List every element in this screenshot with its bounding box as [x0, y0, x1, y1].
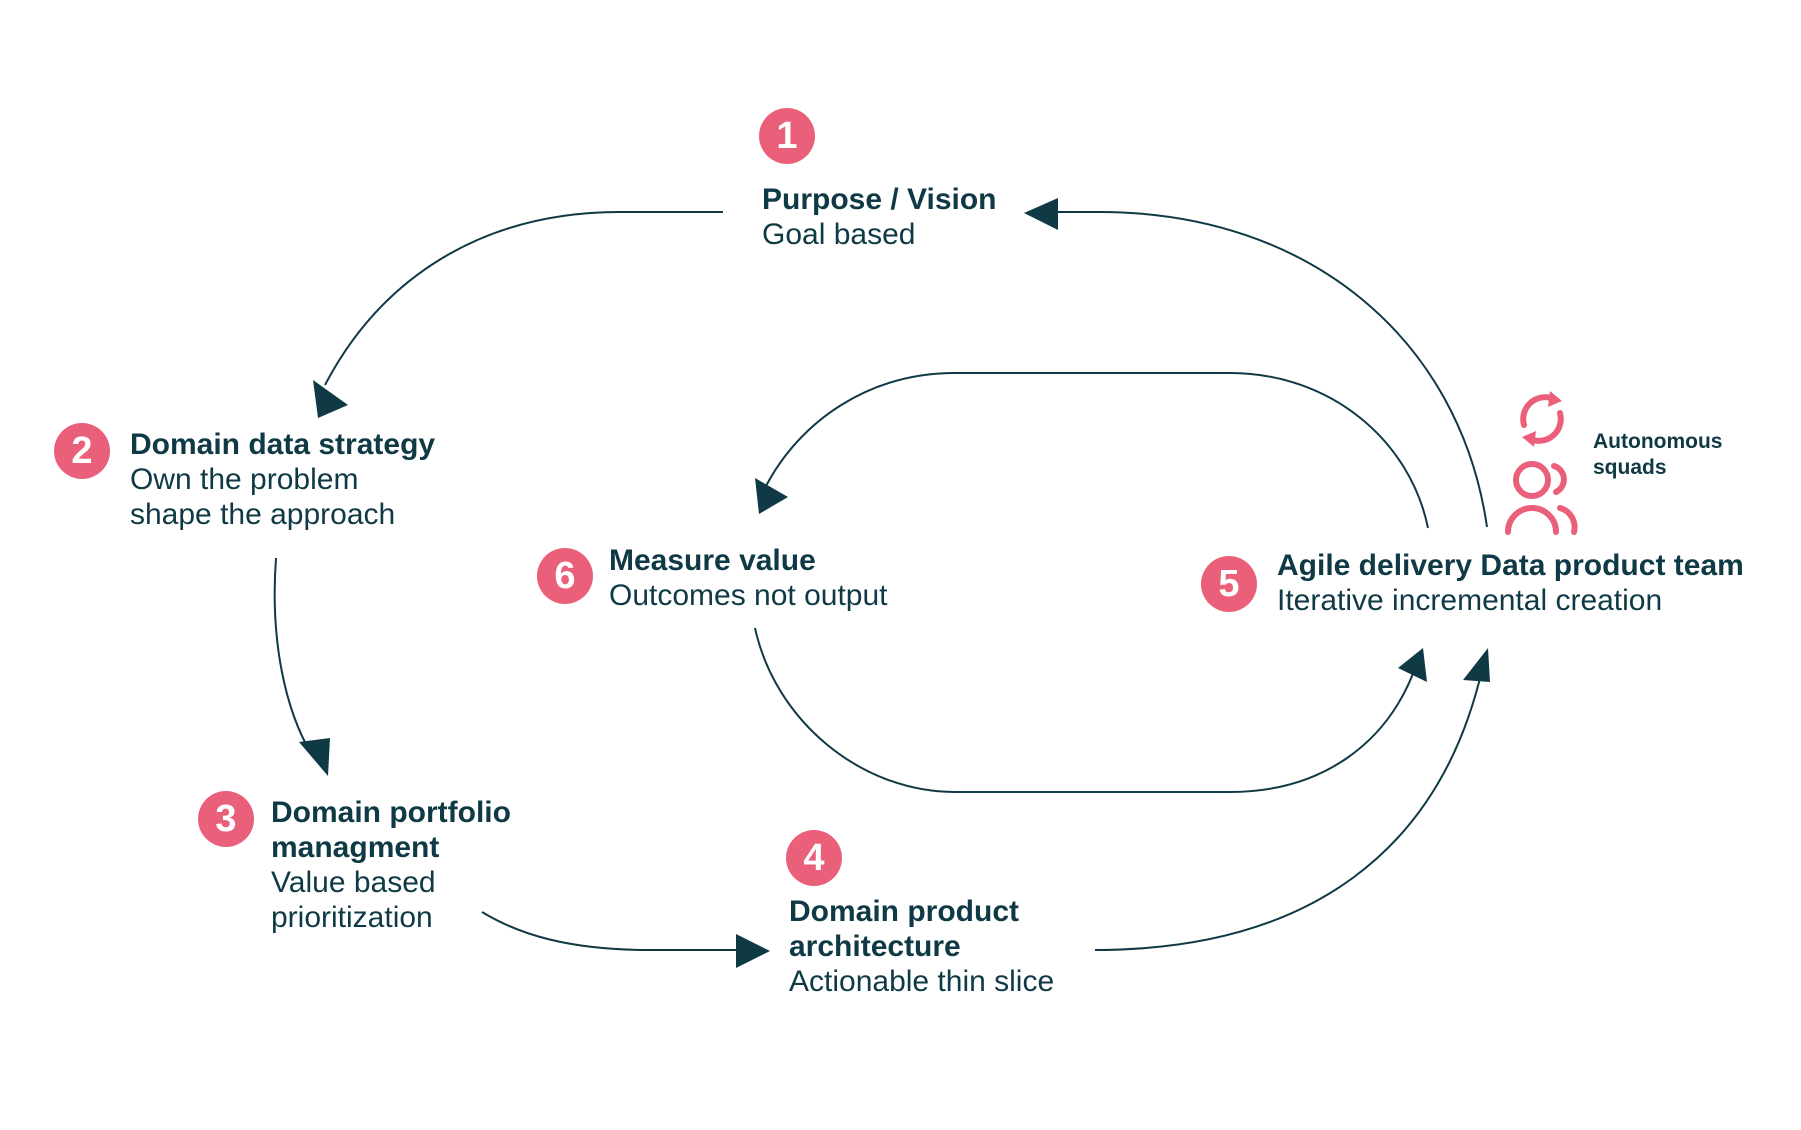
step-3-title-line-2: managment	[271, 831, 440, 864]
step-4-title-line-2: architecture	[789, 930, 961, 963]
arrowhead-to-3	[299, 738, 330, 776]
step-5-desc: Iterative incremental creation	[1277, 584, 1663, 617]
squads-label: Autonomous squads	[1593, 429, 1722, 481]
squads-icon-group	[1502, 385, 1582, 535]
arrow-6-to-5	[754, 627, 1419, 793]
step-3-desc-line-1: Value based	[271, 866, 436, 899]
arrow-2-to-3	[273, 557, 313, 756]
people-icon	[1505, 461, 1578, 535]
step-6: Measure value Outcomes not output	[609, 543, 888, 613]
step-1: Purpose / Vision Goal based	[762, 182, 997, 252]
squads-label-line-1: Autonomous	[1593, 430, 1723, 453]
squads-label-line-2: squads	[1593, 456, 1667, 479]
step-1-title: Purpose / Vision	[762, 183, 997, 216]
step-1-desc: Goal based	[762, 218, 916, 251]
arrow-3-to-4	[481, 911, 740, 951]
step-4: Domain product architecture Actionable t…	[789, 894, 1054, 999]
arrowhead-to-1	[1024, 198, 1058, 230]
arrowhead-to-5-outer	[1463, 648, 1490, 682]
step-3-title-line-1: Domain portfolio	[271, 796, 511, 829]
step-2-badge: 2	[54, 423, 110, 479]
step-3-desc-line-2: prioritization	[271, 901, 433, 934]
step-6-title: Measure value	[609, 544, 816, 577]
arrow-5-to-1	[1058, 211, 1488, 528]
arrow-5-to-6	[764, 372, 1429, 529]
step-2-desc-line-1: Own the problem	[130, 463, 359, 496]
step-3-badge: 3	[198, 791, 254, 847]
step-2-desc-line-2: shape the approach	[130, 498, 396, 531]
arrowhead-to-2	[313, 380, 348, 418]
step-5-title: Agile delivery Data product team	[1277, 549, 1744, 582]
arrow-4-to-5	[1094, 669, 1483, 951]
step-5: Agile delivery Data product team Iterati…	[1277, 548, 1744, 618]
step-3: Domain portfolio managment Value based p…	[271, 795, 511, 935]
step-2: Domain data strategy Own the problem sha…	[130, 427, 435, 532]
step-2-title: Domain data strategy	[130, 428, 436, 461]
step-6-desc: Outcomes not output	[609, 579, 888, 612]
arrow-1-to-2	[324, 211, 723, 386]
cycle-arrows-icon	[1520, 391, 1564, 447]
step-4-desc: Actionable thin slice	[789, 965, 1055, 998]
arrowhead-to-5-inner	[1398, 648, 1427, 682]
step-5-badge: 5	[1201, 556, 1257, 612]
step-4-badge: 4	[786, 830, 842, 886]
step-1-badge: 1	[759, 108, 815, 164]
arrowhead-to-6	[755, 478, 788, 514]
step-4-title-line-1: Domain product	[789, 895, 1019, 928]
step-6-badge: 6	[537, 548, 593, 604]
arrowhead-to-4	[736, 934, 770, 968]
